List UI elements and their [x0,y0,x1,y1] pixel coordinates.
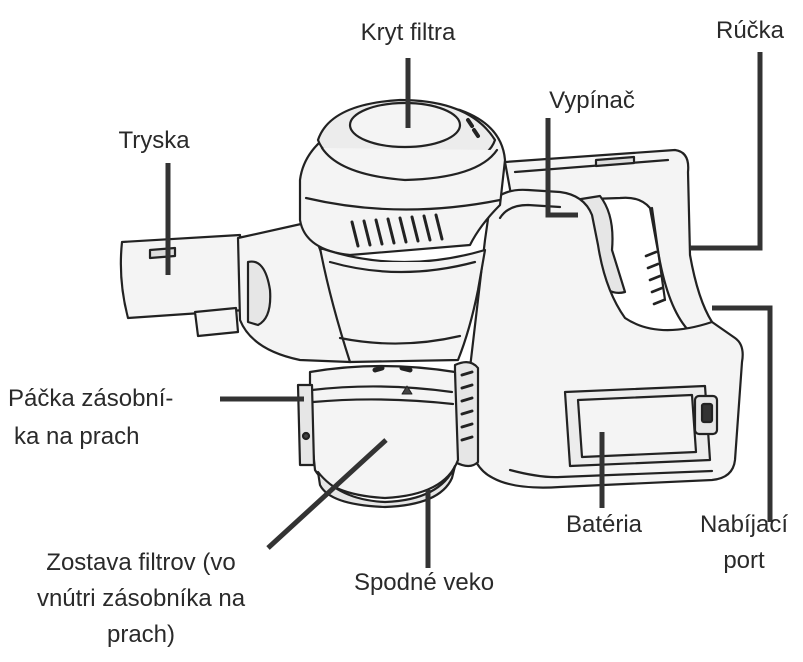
label-zostava-line1: Zostava filtrov (vo [46,549,236,576]
label-zostava-line3: prach) [106,621,176,648]
leader-vypinac [545,118,578,218]
charging-port [693,394,719,436]
dust-bin-release-lever [296,383,316,467]
dust-bin [308,364,460,509]
leader-zostava [266,438,388,550]
label-spodne-veko: Spodné veko [353,569,495,596]
label-kryt-filtra: Kryt filtra [360,19,456,46]
grip-ridges [644,250,666,306]
battery [563,384,712,468]
label-nabijaci-line2: port [723,547,765,574]
label-bateria: Batéria [565,511,643,538]
leader-nabijaci [712,305,773,522]
label-packa-line2: ka na prach [14,423,140,450]
label-nabijaci-line1: Nabíjací [699,511,789,538]
label-rucka: Rúčka [715,17,785,44]
label-vypinac: Vypínač [549,87,635,114]
side-vent [453,361,480,468]
label-zostava-line2: vnútri zásobníka na [36,585,246,612]
nozzle [119,233,247,338]
leader-lines [165,52,773,568]
label-packa-line1: Páčka zásobní- [8,385,174,412]
label-tryska: Tryska [118,127,190,154]
cyclone-housing [236,98,507,364]
leader-rucka [690,52,763,251]
